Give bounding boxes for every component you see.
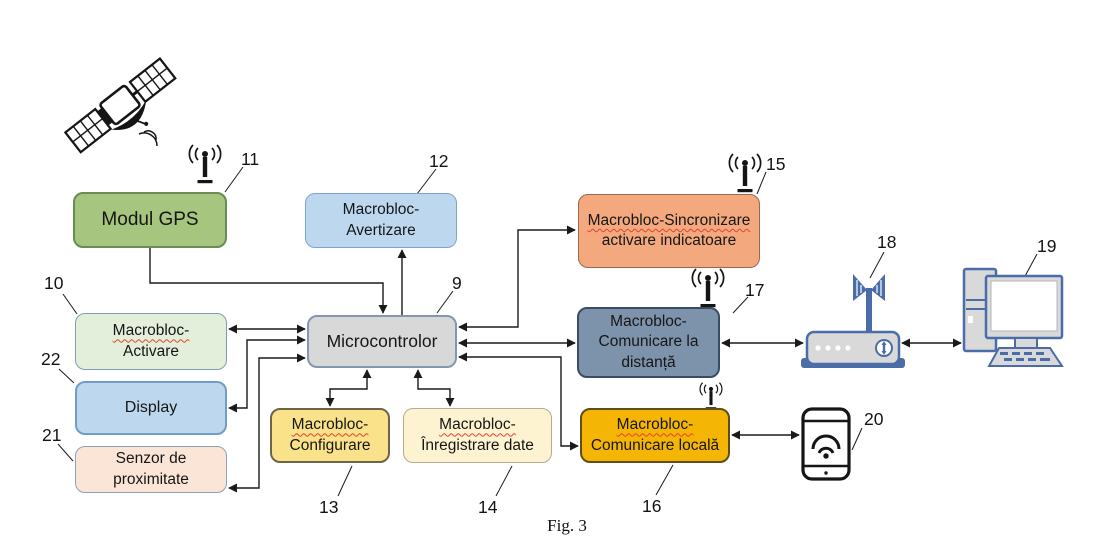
block-macrobloc-inregistrare-date: Macrobloc- Înregistrare date bbox=[403, 408, 552, 463]
block-label: Macrobloc- bbox=[439, 416, 516, 434]
block-macrobloc-comunicare-locala: Macrobloc- Comunicare locală bbox=[580, 408, 730, 463]
block-label: Avertizare bbox=[346, 221, 416, 239]
block-label: Comunicare la bbox=[598, 333, 699, 351]
block-label: Configurare bbox=[289, 436, 371, 454]
ptr-15 bbox=[756, 171, 767, 195]
antenna-icon-distanta bbox=[691, 268, 725, 309]
block-macrobloc-activare: Macrobloc- Activare bbox=[75, 313, 227, 370]
ptr-19 bbox=[1023, 253, 1038, 279]
conn-gps-micro bbox=[149, 248, 388, 314]
block-label: Activare bbox=[123, 342, 179, 360]
ptr-10 bbox=[62, 293, 78, 315]
conn-micro-configurare bbox=[325, 369, 372, 407]
block-label: Display bbox=[124, 398, 178, 416]
satellite-icon bbox=[63, 57, 177, 154]
block-macrobloc-comunicare-distanta: Macrobloc- Comunicare la distanță bbox=[577, 307, 720, 378]
antenna-icon-gps bbox=[188, 144, 222, 185]
ptr-22 bbox=[58, 368, 75, 384]
connector-lines bbox=[149, 225, 962, 493]
ref-label-16: 16 bbox=[642, 496, 662, 516]
block-label: Macrobloc- bbox=[112, 322, 190, 340]
block-macrobloc-sincronizare: Macrobloc-Sincronizare activare indicato… bbox=[578, 194, 760, 268]
block-macrobloc-configurare: Macrobloc- Configurare bbox=[270, 408, 390, 463]
ptr-14 bbox=[495, 465, 513, 497]
ptr-17 bbox=[732, 296, 749, 314]
ref-label-14: 14 bbox=[478, 497, 498, 517]
ref-pointer-lines bbox=[57, 166, 1038, 497]
ref-label-19: 19 bbox=[1037, 236, 1057, 256]
block-label: Macrobloc- bbox=[291, 416, 369, 434]
block-label: activare indicatoare bbox=[601, 232, 737, 249]
ptr-13 bbox=[337, 465, 353, 497]
conn-micro-inregistrare bbox=[413, 369, 455, 407]
block-label: Înregistrare date bbox=[421, 436, 534, 454]
antenna-icon-sincronizare bbox=[728, 153, 762, 194]
conn-micro-sincronizare bbox=[458, 225, 576, 332]
smartphone-icon bbox=[801, 407, 851, 481]
ref-label-11: 11 bbox=[241, 149, 260, 169]
ptr-18 bbox=[869, 251, 885, 279]
ref-label-10: 10 bbox=[44, 273, 64, 293]
block-label: Macrobloc-Sincronizare bbox=[587, 211, 751, 229]
ref-label-20: 20 bbox=[864, 409, 884, 429]
block-label: distanță bbox=[621, 353, 676, 371]
computer-icon bbox=[962, 267, 1064, 367]
router-icon bbox=[801, 274, 905, 368]
conn-micro-comunicare-locala bbox=[458, 352, 579, 451]
ref-label-12: 12 bbox=[429, 151, 449, 171]
block-microcontrolor: Microcontrolor bbox=[307, 315, 457, 368]
block-label: Macrobloc- bbox=[610, 313, 687, 331]
ptr-16 bbox=[655, 464, 674, 496]
ptr-12 bbox=[416, 168, 437, 195]
ptr-20 bbox=[851, 427, 863, 451]
figure-caption: Fig. 3 bbox=[547, 516, 587, 535]
antenna-icon-locala bbox=[699, 382, 723, 411]
ref-label-22: 22 bbox=[41, 349, 61, 369]
block-modul-gps: Modul GPS bbox=[73, 192, 227, 248]
ptr-9 bbox=[436, 290, 454, 314]
ref-label-9: 9 bbox=[452, 273, 462, 293]
ref-label-17: 17 bbox=[745, 280, 765, 300]
block-label: Macrobloc- bbox=[616, 416, 694, 434]
block-label: Comunicare locală bbox=[590, 436, 720, 454]
block-label: Senzor de bbox=[115, 450, 187, 468]
ptr-11 bbox=[224, 166, 244, 193]
ref-label-15: 15 bbox=[766, 154, 786, 174]
ref-label-13: 13 bbox=[319, 497, 339, 517]
block-macrobloc-avertizare: Macrobloc- Avertizare bbox=[305, 193, 457, 248]
ptr-21 bbox=[57, 443, 74, 462]
block-display: Display bbox=[75, 381, 227, 435]
ref-label-18: 18 bbox=[877, 232, 897, 252]
block-label: proximitate bbox=[113, 470, 189, 488]
block-label: Microcontrolor bbox=[326, 331, 438, 352]
conn-micro-display bbox=[228, 335, 306, 413]
ref-label-21: 21 bbox=[42, 425, 62, 445]
block-label: Macrobloc- bbox=[342, 201, 420, 219]
block-label: Modul GPS bbox=[101, 208, 199, 230]
block-senzor-proximitate: Senzor de proximitate bbox=[75, 446, 227, 493]
conn-micro-senzor bbox=[228, 353, 306, 493]
